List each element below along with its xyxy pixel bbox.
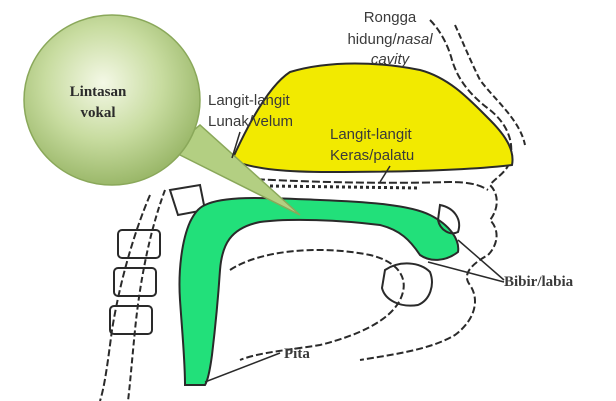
label-hard-palate-line1: Langit-langit <box>330 126 413 143</box>
label-lips: Bibir/labia <box>504 274 574 290</box>
label-vocal-cords: Pita <box>284 346 310 362</box>
callout-text-line2: vokal <box>80 105 115 121</box>
label-soft-palate-line1: Langit-langit <box>208 92 291 109</box>
label-hard-palate-line2: Keras/palatu <box>330 147 414 164</box>
label-nasal-line1: Rongga <box>364 9 417 26</box>
vertebra-1 <box>118 230 160 258</box>
label-nasal-line2: hidung/nasal <box>347 31 433 48</box>
vocal-cords-pointer <box>205 353 280 382</box>
label-nasal-line3: cavity <box>371 51 411 68</box>
spine-outline <box>100 195 150 401</box>
lips-pointer-lower <box>428 262 504 282</box>
teeth-upper <box>270 186 420 188</box>
callout-text-line1: Lintasan <box>70 84 127 100</box>
callout-bubble <box>24 15 200 185</box>
label-soft-palate-line2: Lunak/velum <box>208 113 293 130</box>
lips-pointer-upper <box>458 240 504 280</box>
lower-lip-shape <box>382 263 432 305</box>
vocal-tract-region <box>179 198 458 385</box>
tongue-outline <box>230 250 404 360</box>
